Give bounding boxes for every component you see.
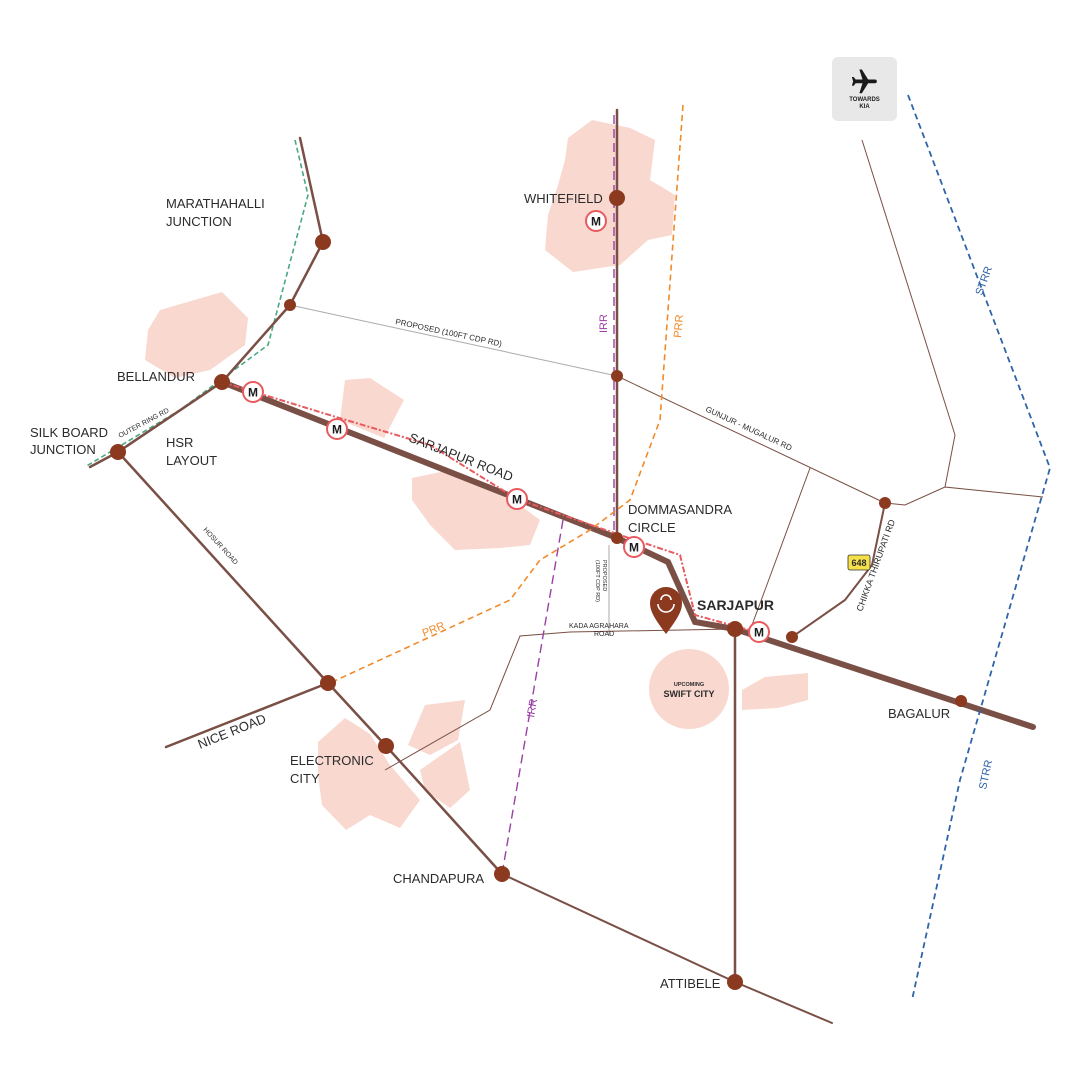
label-hsr-2: LAYOUT [166,453,217,468]
svg-text:M: M [332,423,342,437]
node-chikka[interactable] [786,631,798,643]
node-chandapura[interactable] [494,866,510,882]
label-cdp-vertical-2: (100FT CDP RD) [594,560,600,602]
gunjur-mugalur-road [616,375,886,504]
label-proposed-cdp: PROPOSED (100FT CDP RD) [395,317,503,348]
node-marathahalli[interactable] [315,234,331,250]
label-bagalur: BAGALUR [888,706,950,721]
zone-swift-city [649,649,729,729]
label-kada-agrahara-1: KADA AGRAHARA [569,623,629,630]
swift-city-label: UPCOMING SWIFT CITY [664,682,715,699]
node-whitefield[interactable] [609,190,625,206]
svg-text:M: M [754,626,764,640]
label-gunjur-mugalur: GUNJUR - MUGALUR RD [704,405,793,453]
metro-station-icon[interactable]: M [585,210,607,232]
place-labels: WHITEFIELD MARATHAHALLI JUNCTION BELLAND… [30,191,950,991]
label-attibele: ATTIBELE [660,976,721,991]
node-electronic-city[interactable] [378,738,394,754]
label-strr-north: STRR [974,265,996,297]
label-irr-north: IRR [598,314,610,333]
outer-ring-road-dash [84,139,309,468]
label-hosur-road: HOSUR ROAD [202,527,239,567]
metro-station-icon[interactable]: M [242,381,264,403]
label-bellandur: BELLANDUR [117,369,195,384]
label-chandapura: CHANDAPURA [393,871,484,886]
thin-roads [289,304,618,635]
nice-road [164,681,330,749]
label-kada-agrahara-2: ROAD [594,631,614,638]
metro-station-icon[interactable]: M [623,536,645,558]
nodes [110,190,967,990]
node-irr-cdp[interactable] [611,370,623,382]
zone-electronic-city [318,718,420,830]
label-prr-south: PRR [421,620,447,640]
zone-sarjapur-road-2 [412,470,540,550]
node-nice-road[interactable] [320,675,336,691]
metro-line [221,381,761,634]
metro-stations: M M M M M M [242,210,770,643]
label-irr-south: IRR [525,698,540,719]
irr-south [501,519,564,875]
hosur-road [116,450,504,876]
proposed-cdp-road [289,304,618,377]
towards-kia-text: TOWARDS KIA [849,97,880,110]
svg-text:648: 648 [851,558,866,568]
chikka-link [884,486,946,506]
label-upcoming: UPCOMING [674,682,704,688]
label-cdp-vertical-1: PROPOSED [601,560,607,591]
label-whitefield: WHITEFIELD [524,191,603,206]
strr-line [907,94,1051,1001]
node-dommasandra[interactable] [611,532,623,544]
svg-text:M: M [512,493,522,507]
label-silk-board-1: SILK BOARD [30,425,108,440]
node-attibele[interactable] [727,974,743,990]
metro-station-icon[interactable]: M [326,418,348,440]
metro-station-icon[interactable]: M [506,488,528,510]
node-bagalur[interactable] [955,695,967,707]
label-prr-north: PRR [672,314,686,338]
zone-sarjapur-road-1 [340,378,404,438]
label-dommasandra-1: DOMMASANDRA [628,502,732,517]
metro-station-icon[interactable]: M [748,621,770,643]
label-dommasandra-2: CIRCLE [628,520,676,535]
label-silk-board-2: JUNCTION [30,442,96,457]
label-marathahalli-2: JUNCTION [166,214,232,229]
label-marathahalli-1: MARATHAHALLI [166,196,265,211]
label-strr-south: STRR [977,759,995,791]
svg-text:M: M [248,386,258,400]
route-shield: 648 [847,554,871,571]
label-electronic-city-2: CITY [290,771,320,786]
label-sarjapur: SARJAPUR [697,597,774,613]
svg-text:M: M [629,541,639,555]
zone-bellandur [145,292,248,378]
road-to-kia [861,139,1044,498]
prr-line [329,104,684,684]
airplane-icon [851,69,877,94]
zone-electronic-city-3 [420,742,470,808]
node-gunjur[interactable] [879,497,891,509]
zone-electronic-city-2 [408,700,465,755]
road-to-sarjapur-from-gunjur [751,467,811,626]
node-sarjapur[interactable] [727,621,743,637]
location-pin-icon[interactable] [650,587,682,634]
label-hsr-1: HSR [166,435,193,450]
node-silk-board[interactable] [110,444,126,460]
svg-text:M: M [591,215,601,229]
irr-lines [501,115,615,875]
node-cdp-west[interactable] [284,299,296,311]
chandapura-attibele [501,873,833,1024]
label-electronic-city-1: ELECTRONIC [290,753,374,768]
node-bellandur[interactable] [214,374,230,390]
road-labels: SARJAPUR ROAD OUTER RING RD PROPOSED (10… [118,265,996,791]
zone-bagalur [742,673,808,710]
zones [145,120,808,830]
chikka-thirupati-road [791,502,886,638]
label-swift-city: SWIFT CITY [664,689,715,699]
kada-agrahara-road [384,628,736,771]
towards-kia-badge[interactable]: TOWARDS KIA [832,57,897,121]
